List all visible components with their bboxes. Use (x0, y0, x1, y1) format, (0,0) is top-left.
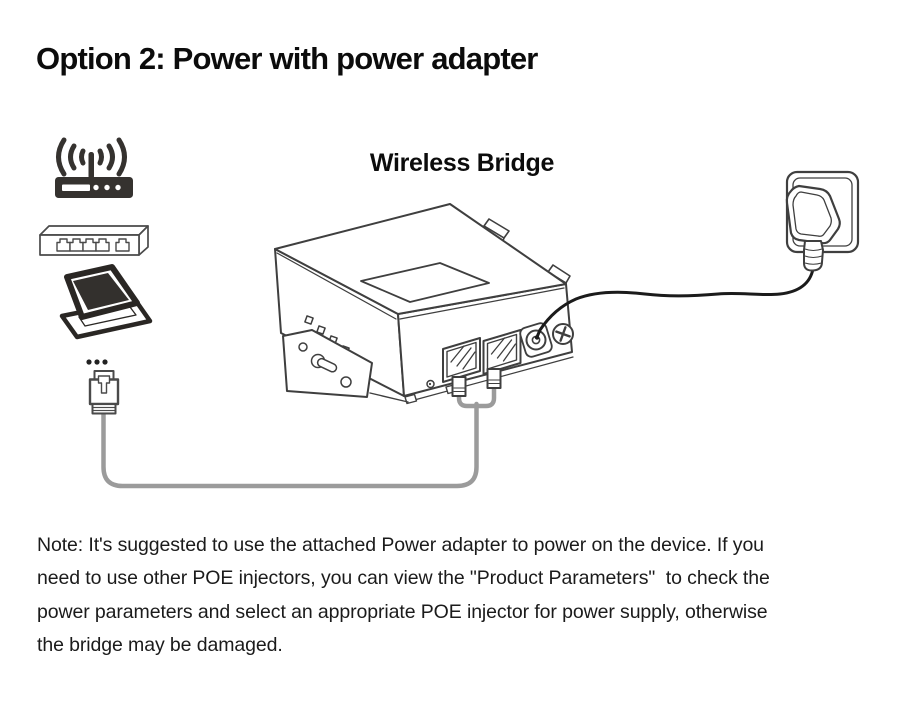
lan-port-1 (442, 337, 481, 397)
more-devices-ellipsis-icon (86, 359, 108, 365)
note-line: Note: It's suggested to use the attached… (37, 534, 764, 556)
laptop-icon (59, 264, 153, 340)
wireless-bridge-device (274, 203, 574, 405)
grounding-screw-icon (552, 323, 574, 345)
wireless-bridge-label: Wireless Bridge (369, 149, 555, 177)
note-paragraph: Note: It's suggested to use the attached… (37, 529, 770, 663)
mounting-plate (282, 329, 409, 403)
dc-power-jack (519, 322, 553, 358)
rj45-plug-icon (88, 370, 120, 415)
note-line: power parameters and select an appropria… (37, 600, 768, 623)
ethernet-cable (101, 383, 497, 489)
ethernet-switch-icon (39, 225, 149, 256)
lan-port-2 (482, 329, 522, 389)
note-line: need to use other POE injectors, you can… (37, 567, 770, 590)
power-adapter-plug-icon (785, 184, 841, 272)
page-title: Option 2: Power with power adapter (36, 41, 538, 76)
note-line: the bridge may be damaged. (37, 634, 283, 657)
power-cord (535, 267, 815, 339)
power-cord-tip (534, 335, 540, 340)
wifi-router-icon (55, 137, 133, 198)
bridge-top-label (360, 262, 490, 303)
bridge-top-face (274, 203, 567, 315)
